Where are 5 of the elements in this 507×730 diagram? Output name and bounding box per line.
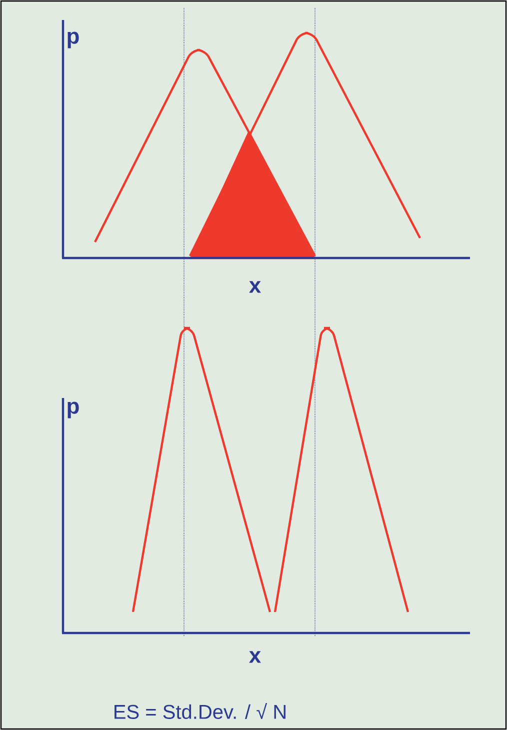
- axis-label: p: [68, 402, 79, 418]
- axis-label: x: [249, 651, 261, 663]
- axis-label: p: [68, 32, 79, 48]
- axis-label: x: [249, 281, 261, 293]
- formula-text: ES = Std.Dev. / √ N: [114, 702, 286, 719]
